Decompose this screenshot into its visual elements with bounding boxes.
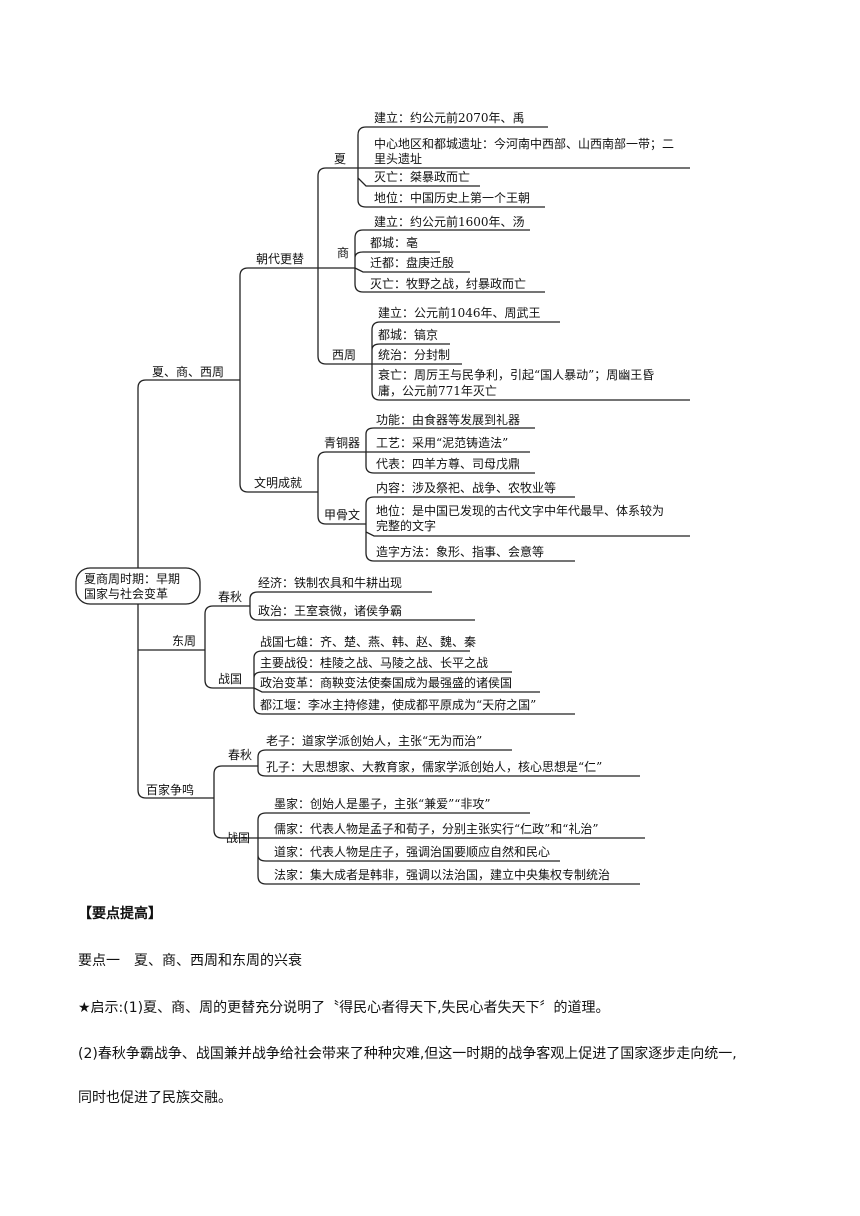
xia-item-1: 中心地区和都城遗址：今河南中西部、山西南部一带；二 [374,136,674,151]
shang-item-2: 迁都：盘庚迁殷 [370,255,454,270]
qingtong-item-1: 工艺：采用“泥范铸造法” [376,435,508,450]
jiagu-item-0: 内容：涉及祭祀、战争、农牧业等 [376,480,556,495]
connector-jiagu [365,496,690,562]
jiagu-item-2: 完整的文字 [376,518,436,533]
node-label-baijia-chunqiu: 春秋 [228,748,252,762]
connector-dongzhou [204,605,254,689]
baijia-zhanguo-item-1: 儒家：代表人物是孟子和荀子，分别主张实行“仁政”和“礼治” [274,821,599,836]
xia-item-0: 建立：约公元前2070年、禹 [374,110,525,125]
xia-item-2: 里头遗址 [374,152,422,166]
dongzhou-zhanguo-item-1: 主要战役：桂陵之战、马陵之战、长平之战 [260,655,488,670]
root-label-line1: 夏商周时期：早期 [84,571,180,586]
connector-wenming [317,451,366,525]
dongzhou-zhanguo-item-0: 战国七雄：齐、楚、燕、韩、赵、魏、秦 [260,634,476,649]
dongzhou-zhanguo-item-3: 都江堰：李冰主持修建，使成都平原成为“天府之国” [260,697,536,712]
knowledge-mind-map: 夏商周时期：早期 国家与社会变革 夏、商、西周 朝代更替 夏 建立：约公元前20… [75,110,690,885]
connector-xsz [239,267,318,493]
branch-label-dongzhou: 东周 [172,634,196,648]
xizhou-item-3: 衰亡：周厉王与民争利，引起“国人暴动”；周幽王昏 [378,367,654,382]
shang-item-3: 灭亡：牧野之战，纣暴政而亡 [370,276,526,291]
connector-dongzhou-chunqiu [249,591,475,621]
section-heading: 【要点提高】 [78,906,162,922]
baijia-zhanguo-item-3: 法家：集大成者是韩非，强调以法治国，建立中央集权专制统治 [274,867,610,882]
xizhou-item-1: 都城：镐京 [378,327,438,342]
connector-baijia-zhanguo [257,812,645,885]
qingtong-item-0: 功能：由食器等发展到礼器 [376,412,520,427]
baijia-chunqiu-item-0: 老子：道家学派创始人，主张“无为而治” [266,733,482,748]
node-label-dongzhou-chunqiu: 春秋 [218,590,242,604]
xizhou-item-0: 建立：公元前1046年、周武王 [378,305,541,320]
root-label-line2: 国家与社会变革 [84,586,168,601]
connector-xizhou [371,321,690,401]
branch-label-xsz: 夏、商、西周 [152,364,224,379]
xizhou-item-2: 统治：分封制 [378,348,450,362]
dongzhou-chunqiu-item-1: 政治：王室衰微，诸侯争霸 [258,603,402,618]
connector-qingtong [365,427,535,474]
branch-label-wenming: 文明成就 [254,475,302,490]
paragraph-insight-1: ★启示:(1)夏、商、周的更替充分说明了〝得民心者得天下,失民心者失天下〞的道理… [78,1000,610,1016]
baijia-zhanguo-item-2: 道家：代表人物是庄子，强调治国要顺应自然和民心 [274,844,550,859]
node-label-shang: 商 [337,245,349,260]
connector-xia [357,126,690,208]
jiagu-item-1: 地位：是中国已发现的古代文字中年代最早、体系较为 [376,503,664,518]
dongzhou-chunqiu-item-0: 经济：铁制农具和牛耕出现 [258,575,402,590]
node-label-xia: 夏 [334,152,346,166]
baijia-zhanguo-item-0: 墨家：创始人是墨子，主张“兼爱”“非攻” [274,796,491,811]
connector-shang [354,229,545,293]
jiagu-item-3: 造字方法：象形、指事、会意等 [376,544,544,559]
xia-item-3: 灭亡：桀暴政而亡 [374,169,470,184]
node-label-baijia-zhanguo: 战国 [226,831,250,845]
xia-item-4: 地位：中国历史上第一个王朝 [374,190,530,205]
baijia-chunqiu-item-1: 孔子：大思想家、大教育家，儒家学派创始人，核心思想是“仁” [266,759,602,774]
connector-baijia-chunqiu [257,749,640,777]
connector-baijia [205,765,258,839]
node-label-qingtong: 青铜器 [324,435,360,450]
qingtong-item-2: 代表：四羊方尊、司母戊鼎 [376,456,520,471]
paragraph-insight-2: (2)春秋争霸战争、战国兼并战争给社会带来了种种灾难,但这一时期的战争客观上促进… [78,1046,737,1062]
node-label-xizhou: 西周 [332,348,356,362]
connector-dongzhou-zhanguo [253,650,575,715]
dongzhou-zhanguo-item-2: 政治变革：商鞅变法使秦国成为最强盛的诸侯国 [260,675,512,690]
point-one-title: 要点一 夏、商、西周和东周的兴衰 [78,953,302,969]
connector-chaodai [317,167,372,365]
xizhou-item-4: 庸，公元前771年灭亡 [378,383,497,398]
node-label-dongzhou-zhanguo: 战国 [218,672,242,686]
shang-item-0: 建立：约公元前1600年、汤 [374,214,525,229]
branch-label-chaodai: 朝代更替 [256,252,304,266]
shang-item-1: 都城：亳 [370,235,418,250]
node-label-jiagu: 甲骨文 [324,507,360,522]
branch-label-baijia: 百家争鸣 [146,782,194,797]
paragraph-insight-3: 同时也促进了民族交融。 [78,1090,232,1106]
connector-root-trunk [137,379,240,799]
